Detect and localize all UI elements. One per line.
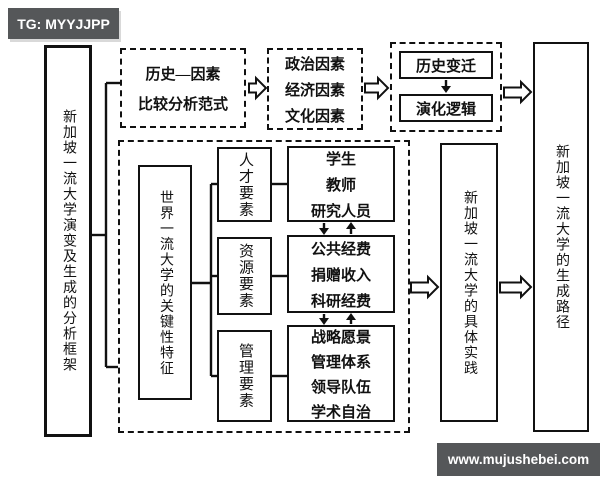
arrow-right-features-practice-icon (410, 274, 440, 300)
paradigm-line2: 比较分析范式 (137, 96, 228, 113)
factor-culture: 文化因素 (284, 108, 345, 125)
talent-detail-teachers: 教师 (325, 177, 356, 194)
factor-politics: 政治因素 (284, 56, 345, 73)
resource-detail-public-funds: 公共经费 (310, 241, 371, 258)
talent-element-box: 人才要素 (217, 147, 272, 222)
talent-detail-students: 学生 (325, 151, 356, 168)
management-details-box: 战略愿景 管理体系 领导队伍 学术自治 (287, 325, 395, 422)
key-features-container (118, 140, 410, 433)
website-watermark-text: www.mujushebei.com (447, 452, 590, 467)
key-features-box: 世界一流大学的关键性特征 (138, 165, 192, 400)
practice-box: 新加坡一流大学的具体实践 (440, 143, 498, 422)
path-label: 新加坡一流大学的生成路径 (554, 144, 569, 330)
management-detail-vision: 战略愿景 (310, 329, 371, 346)
website-watermark-badge: www.mujushebei.com (437, 443, 600, 476)
resource-element-box: 资源要素 (217, 237, 272, 315)
left-bracket-connector (92, 81, 120, 369)
paradigm-box: 历史—因素 比较分析范式 (120, 48, 246, 128)
evolution-logic-label: 演化逻辑 (415, 101, 476, 118)
talent-element-label: 人才要素 (237, 151, 253, 218)
management-detail-system: 管理体系 (310, 354, 371, 371)
resource-detail-donations: 捐赠收入 (310, 267, 371, 284)
analysis-framework-box: 新加坡一流大学演变及生成的分析框架 (44, 45, 92, 437)
history-change-label: 历史变迁 (415, 58, 476, 75)
telegram-watermark-badge: TG: MYYJJPP (8, 8, 119, 39)
telegram-watermark-text: TG: MYYJJPP (17, 15, 110, 32)
resource-element-label: 资源要素 (237, 243, 253, 309)
evolution-logic-box: 演化逻辑 (399, 94, 493, 122)
arrow-right-practice-path-icon (499, 274, 533, 300)
management-element-label: 管理要素 (237, 343, 253, 409)
resource-detail-research-funds: 科研经费 (310, 293, 371, 310)
arrow-right-paradigm-factors-icon (248, 75, 268, 101)
paradigm-line1: 历史—因素 (145, 66, 221, 83)
path-box: 新加坡一流大学的生成路径 (533, 42, 589, 432)
management-detail-leadership: 领导队伍 (310, 379, 371, 396)
evolution-outer-box (390, 42, 502, 132)
arrow-right-evolution-path-icon (503, 79, 533, 105)
management-element-box: 管理要素 (217, 330, 272, 422)
resource-details-box: 公共经费 捐赠收入 科研经费 (287, 235, 395, 313)
practice-label: 新加坡一流大学的具体实践 (462, 189, 477, 376)
talent-details-box: 学生 教师 研究人员 (287, 146, 395, 222)
factors-box: 政治因素 经济因素 文化因素 (267, 48, 363, 130)
management-detail-autonomy: 学术自治 (310, 404, 371, 421)
history-change-box: 历史变迁 (399, 51, 493, 79)
talent-detail-researchers: 研究人员 (310, 203, 371, 220)
analysis-framework-label: 新加坡一流大学演变及生成的分析框架 (61, 109, 76, 373)
factor-economy: 经济因素 (284, 82, 345, 99)
key-features-label: 世界一流大学的关键性特征 (158, 189, 173, 376)
arrow-right-factors-evolution-icon (364, 75, 390, 101)
